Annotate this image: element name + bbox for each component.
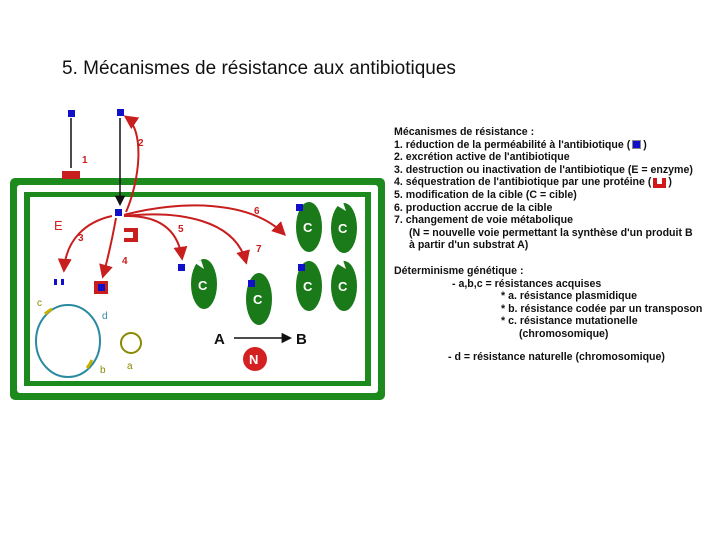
label-1: 1 bbox=[82, 155, 88, 166]
label-6: 6 bbox=[254, 206, 260, 217]
label-b: b bbox=[100, 365, 106, 376]
label-enzyme: E bbox=[54, 218, 63, 233]
new-pathway-n bbox=[243, 347, 267, 371]
legend-genetics-c: * c. résistance mutationelle bbox=[501, 315, 638, 328]
label-2: 2 bbox=[138, 138, 144, 149]
legend-genetics-acquired: - a,b,c = résistances acquises bbox=[452, 277, 602, 290]
legend-item-2: 2. excrétion active de l'antibiotique bbox=[394, 151, 570, 164]
gene-b-marker bbox=[85, 359, 94, 369]
arrow-metabolic-bypass bbox=[123, 213, 250, 265]
substrate-a: A bbox=[214, 331, 225, 348]
antibiotic-square bbox=[98, 284, 105, 291]
legend-heading-genetics: Déterminisme génétique : bbox=[394, 264, 524, 277]
label-n: N bbox=[249, 352, 258, 367]
legend-item-5: 5. modification de la cible (C = cible) bbox=[394, 188, 577, 201]
legend-genetics-d: - d = résistance naturelle (chromosomiqu… bbox=[448, 350, 665, 363]
arrow-destruction bbox=[57, 215, 113, 273]
arrow-overproduction bbox=[123, 204, 286, 236]
arrow-sequestration bbox=[99, 217, 117, 279]
svg-text:C: C bbox=[338, 279, 348, 294]
legend-item-7: 7. changement de voie métabolique bbox=[394, 214, 573, 227]
svg-text:C: C bbox=[338, 221, 348, 236]
protein-icon bbox=[653, 177, 667, 188]
antibiotic-square bbox=[117, 109, 124, 116]
chromosome bbox=[35, 304, 101, 378]
target-inhibited: C bbox=[246, 273, 272, 325]
legend: Mécanismes de résistance : 1. réduction … bbox=[394, 126, 716, 363]
antibiotic-square bbox=[68, 110, 75, 117]
label-c: c bbox=[37, 298, 42, 309]
arrow-efflux bbox=[123, 115, 140, 213]
antibiotic-square bbox=[115, 209, 122, 216]
label-d: d bbox=[102, 311, 108, 322]
legend-heading-mechanisms: Mécanismes de résistance : bbox=[394, 126, 535, 138]
svg-text:C: C bbox=[303, 220, 313, 235]
target-overproduced: C C C C bbox=[296, 202, 357, 311]
page-title: 5. Mécanismes de résistance aux antibiot… bbox=[62, 58, 456, 79]
antibiotic-icon bbox=[632, 140, 642, 150]
legend-item-3: 3. destruction ou inactivation de l'anti… bbox=[394, 163, 693, 176]
legend-item-1: 1. réduction de la perméabilité à l'anti… bbox=[394, 138, 647, 151]
svg-text:C: C bbox=[198, 278, 208, 293]
label-a: a bbox=[127, 361, 133, 372]
label-3: 3 bbox=[78, 233, 84, 244]
legend-item-6: 6. production accrue de la cible bbox=[394, 201, 553, 214]
target-modified: C bbox=[191, 259, 217, 309]
antibiotic-fragment bbox=[54, 279, 57, 285]
legend-genetics-c-note: (chromosomique) bbox=[519, 327, 609, 340]
legend-genetics-b: * b. résistance codée par un transposon bbox=[501, 302, 703, 315]
legend-item-7-note-1: (N = nouvelle voie permettant la synthès… bbox=[409, 226, 693, 239]
plasmid bbox=[120, 332, 142, 354]
product-b: B bbox=[296, 331, 307, 348]
svg-text:C: C bbox=[253, 292, 263, 307]
legend-genetics-a: * a. résistance plasmidique bbox=[501, 290, 638, 303]
legend-item-4: 4. séquestration de l'antibiotique par u… bbox=[394, 176, 672, 189]
antibiotic-square bbox=[178, 264, 185, 271]
gene-c-marker bbox=[43, 307, 53, 316]
legend-item-7-note-2: à partir d'un substrat A) bbox=[409, 239, 529, 252]
antibiotic-fragment bbox=[61, 279, 64, 285]
svg-text:C: C bbox=[303, 279, 313, 294]
porin-block bbox=[62, 171, 80, 179]
arrow-target-modification bbox=[123, 214, 188, 261]
label-5: 5 bbox=[178, 224, 184, 235]
sequestration-protein bbox=[124, 228, 138, 242]
label-7: 7 bbox=[256, 244, 262, 255]
label-4: 4 bbox=[122, 256, 128, 267]
